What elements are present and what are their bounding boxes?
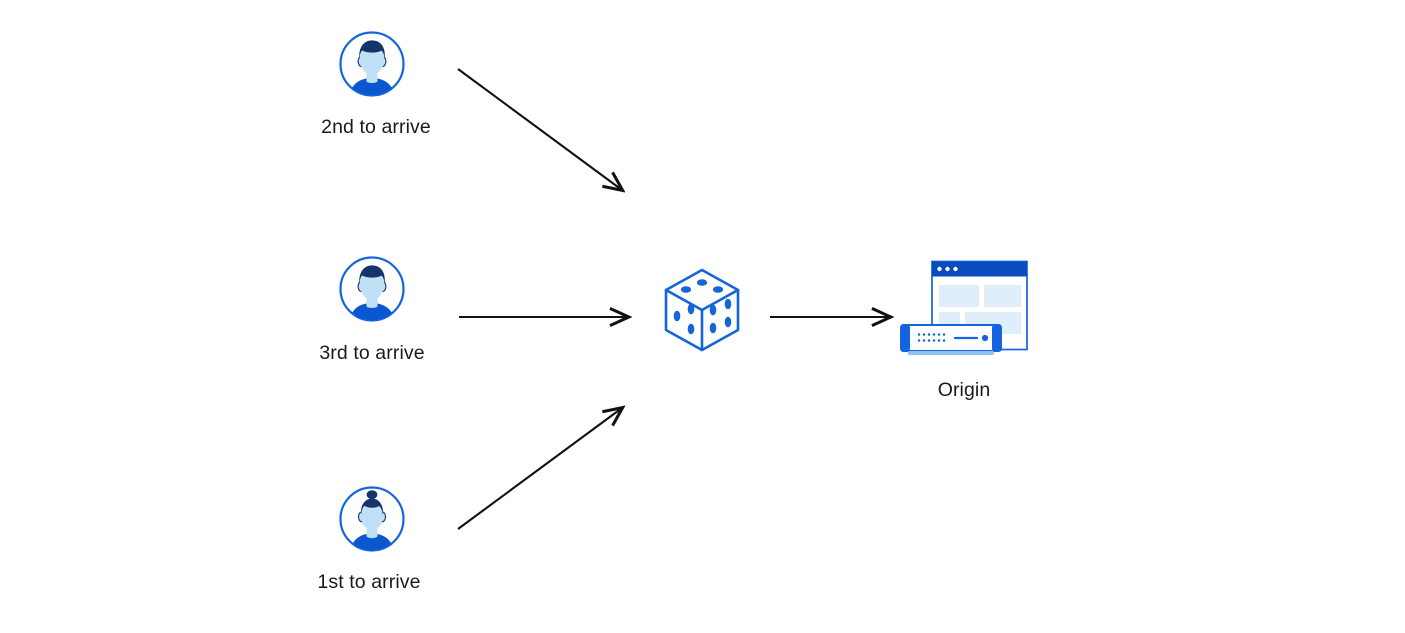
router-appliance-icon bbox=[900, 324, 1002, 355]
node-label-visitor-2nd: 2nd to arrive bbox=[321, 116, 431, 138]
user-avatar-icon bbox=[336, 483, 408, 555]
user-avatar-icon bbox=[336, 253, 408, 325]
arrow-1st-to-dice bbox=[457, 408, 622, 530]
origin-server-icon bbox=[897, 258, 1031, 362]
node-label-origin: Origin bbox=[937, 379, 991, 401]
dice-icon bbox=[660, 266, 744, 354]
arrow-2nd-to-dice bbox=[457, 68, 622, 190]
node-label-visitor-3rd: 3rd to arrive bbox=[319, 342, 425, 364]
user-avatar-icon bbox=[336, 28, 408, 100]
node-label-visitor-1st: 1st to arrive bbox=[317, 571, 421, 593]
